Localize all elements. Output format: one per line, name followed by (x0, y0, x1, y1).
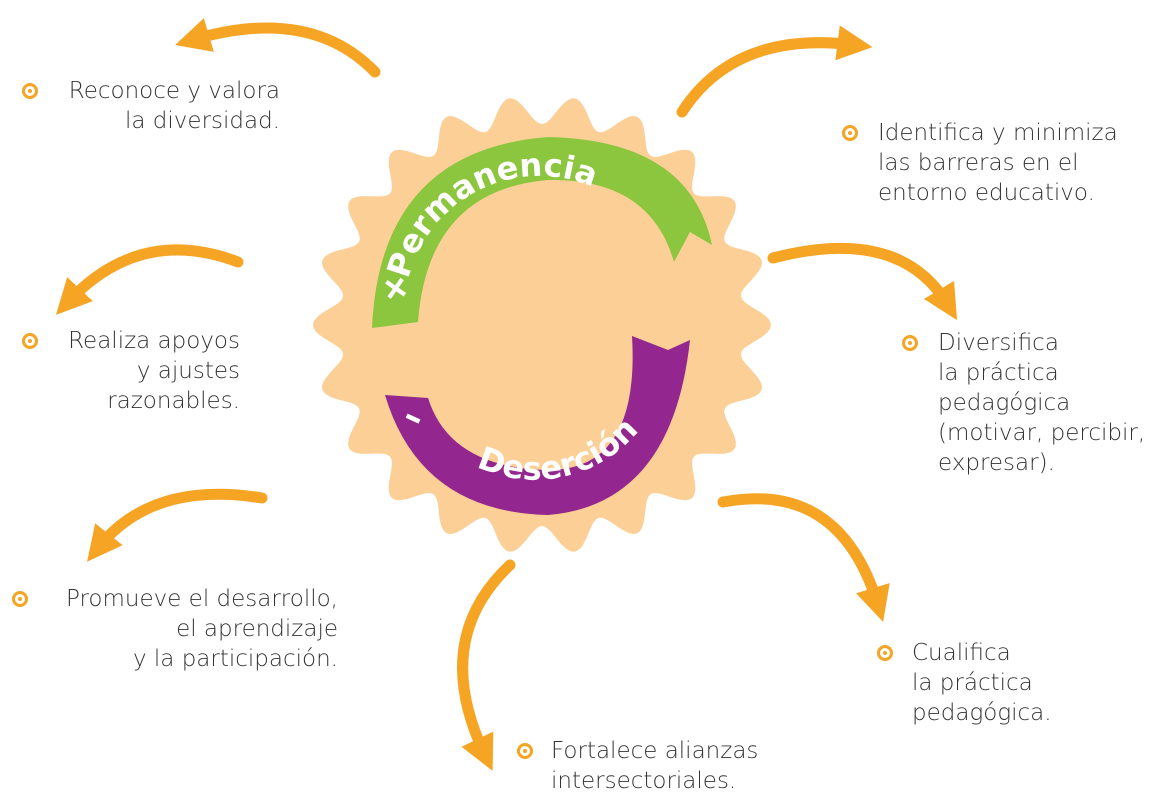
bullet-icon (12, 591, 28, 607)
item-line: Realiza apoyos (68, 328, 240, 354)
item-line: Diversifica (938, 330, 1059, 356)
item-line: entorno educativo. (878, 180, 1095, 206)
item-line: Reconoce y valora (68, 78, 280, 104)
item-line: razonables. (107, 388, 240, 414)
item-line: expresar). (938, 450, 1055, 476)
arrow-realiza (55, 244, 244, 315)
bullet-icon (877, 645, 893, 661)
arrow-diversifica (767, 242, 958, 321)
bullet-icon (22, 333, 38, 349)
item-line: la diversidad. (125, 108, 280, 134)
item-line: Fortalece alianzas (551, 738, 759, 764)
item-line: y ajustes (136, 358, 240, 384)
item-line: pedagógica (938, 390, 1071, 416)
item-cualifica: Cualifica la práctica pedagógica. (912, 638, 1112, 728)
bullet-icon (22, 83, 38, 99)
item-line: las barreras en el (878, 150, 1079, 176)
arrow-fortalece (457, 559, 516, 771)
item-line: pedagógica. (912, 700, 1052, 726)
item-line: Identifica y minimiza (878, 120, 1118, 146)
item-promueve: Promueve el desarrollo, el aprendizaje y… (40, 584, 338, 674)
item-reconoce: Reconoce y valora la diversidad. (50, 76, 280, 136)
arrow-promueve (87, 488, 268, 562)
arrow-reconoce (175, 18, 381, 78)
item-identifica: Identifica y minimiza las barreras en el… (878, 118, 1148, 208)
item-line: la práctica (912, 670, 1033, 696)
arrow-identifica (676, 25, 873, 118)
item-line: (motivar, percibir, (938, 420, 1146, 446)
bullet-icon (902, 335, 918, 351)
item-line: y la participación. (132, 646, 338, 672)
item-line: Cualifica (912, 640, 1011, 666)
item-fortalece: Fortalece alianzas intersectoriales. (551, 736, 791, 796)
item-line: Promueve el desarrollo, (65, 586, 338, 612)
item-realiza: Realiza apoyos y ajustes razonables. (50, 326, 240, 416)
item-line: intersectoriales. (551, 768, 737, 794)
item-diversifica: Diversifica la práctica pedagógica (moti… (938, 328, 1148, 478)
item-line: la práctica (938, 360, 1059, 386)
bullet-icon (517, 743, 533, 759)
item-line: el aprendizaje (176, 616, 338, 642)
arrow-cualifica (717, 493, 890, 622)
bullet-icon (842, 125, 858, 141)
